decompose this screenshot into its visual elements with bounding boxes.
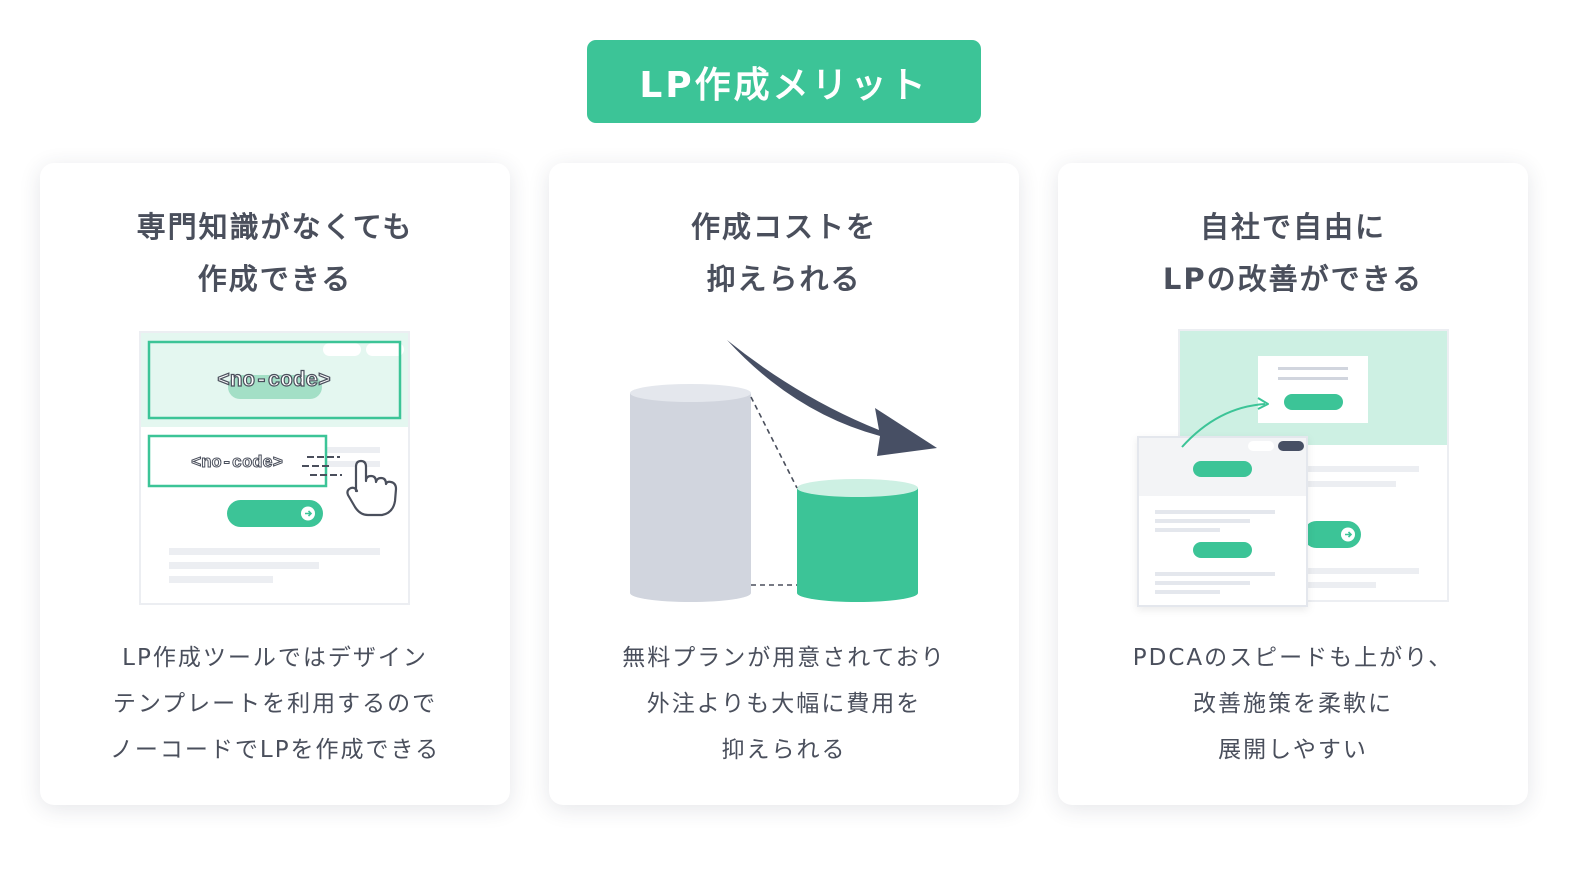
text-line	[1155, 572, 1275, 576]
card-heading-line: 抑えられる	[706, 262, 862, 296]
text-line	[1306, 481, 1396, 487]
card-body-line: ノーコードでLPを作成できる	[109, 737, 441, 763]
curved-arrow-icon	[1181, 403, 1266, 448]
card-body-line: 抑えられる	[721, 737, 847, 763]
window-dark-pill	[1278, 441, 1304, 451]
no-code-tag: <no-code>	[217, 370, 330, 393]
no-code-tag: <no-code>	[191, 454, 283, 473]
card-body-line: 外注よりも大幅に費用を	[646, 691, 922, 717]
text-line	[1155, 590, 1220, 594]
card-body-line: 展開しやすい	[1218, 737, 1368, 763]
front-button	[1193, 542, 1252, 558]
benefit-card-no-expertise: 専門知識がなくても 作成できる <no-code> <no-code>	[40, 163, 510, 805]
text-selection-box	[147, 434, 328, 488]
card-body-line: LP作成ツールではデザイン	[122, 645, 428, 671]
high-cost-cylinder	[630, 393, 751, 593]
text-line	[1278, 367, 1348, 370]
page-improvement-illustration	[1137, 329, 1449, 607]
low-cost-cylinder	[797, 488, 918, 593]
dashed-connector	[750, 396, 798, 489]
card-body-line: テンプレートを利用するので	[112, 691, 438, 717]
text-line	[1155, 510, 1275, 514]
window-pill	[323, 343, 361, 356]
popup-button	[1284, 394, 1343, 410]
text-line	[1155, 528, 1220, 532]
text-line	[169, 576, 273, 583]
hand-pointer-icon	[346, 459, 398, 517]
text-line	[1306, 466, 1419, 472]
text-line	[1306, 582, 1376, 588]
card-body: PDCAのスピードも上がり、 改善施策を柔軟に 展開しやすい	[1058, 635, 1528, 773]
card-heading-line: 自社で自由に	[1199, 210, 1386, 244]
text-line	[1155, 519, 1250, 523]
cost-reduction-illustration	[630, 340, 937, 602]
card-body: 無料プランが用意されており 外注よりも大幅に費用を 抑えられる	[549, 635, 1019, 773]
front-button	[1193, 461, 1252, 477]
card-heading-line: 作成コストを	[690, 210, 877, 244]
card-body-line: 無料プランが用意されており	[622, 645, 946, 671]
hero-selection-box	[147, 340, 402, 420]
text-line	[169, 562, 319, 569]
down-arrow-icon	[727, 340, 937, 456]
window-pill	[1248, 441, 1274, 451]
card-body-line: 改善施策を柔軟に	[1193, 691, 1393, 717]
benefit-card-low-cost: 作成コストを 抑えられる 無料プランが用意されており 外注よりも大幅に費用を 抑…	[549, 163, 1019, 805]
card-body: LP作成ツールではデザイン テンプレートを利用するので ノーコードでLPを作成で…	[40, 635, 510, 773]
cta-button	[227, 500, 323, 527]
card-heading-line: 作成できる	[197, 262, 353, 296]
section-title: LP作成メリット	[639, 64, 929, 106]
card-heading-line: 専門知識がなくても	[136, 210, 414, 244]
card-heading: 作成コストを 抑えられる	[549, 201, 1019, 305]
card-heading: 専門知識がなくても 作成できる	[40, 201, 510, 305]
card-body-line: PDCAのスピードも上がり、	[1132, 645, 1454, 671]
card-heading: 自社で自由に LPの改善ができる	[1058, 201, 1528, 305]
section-title-badge: LP作成メリット	[587, 40, 981, 123]
card-heading-line: LPの改善ができる	[1162, 262, 1424, 296]
text-line	[169, 548, 380, 555]
popup-card	[1258, 356, 1368, 423]
hero-pill	[228, 375, 322, 399]
benefit-card-self-improve: 自社で自由に LPの改善ができる PDCAのスピードも上がり	[1058, 163, 1528, 805]
window-pill	[366, 343, 404, 356]
text-line	[1278, 377, 1348, 380]
text-line	[1155, 581, 1250, 585]
text-line	[1306, 568, 1419, 574]
no-code-editor-illustration: <no-code> <no-code>	[139, 331, 410, 605]
